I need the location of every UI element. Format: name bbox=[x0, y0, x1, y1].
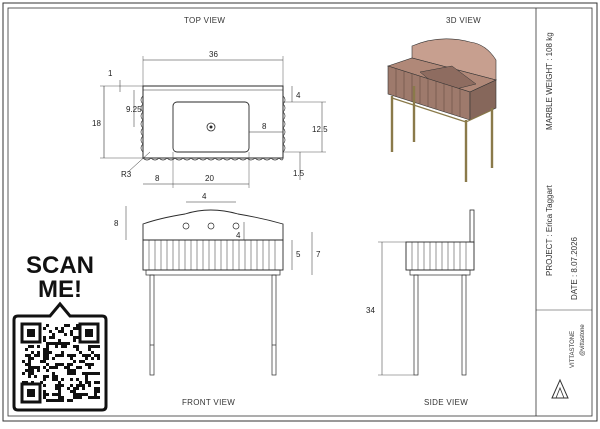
outer-border bbox=[2, 2, 598, 422]
top-view-side-fluting-left bbox=[140, 95, 144, 153]
top-view-outline bbox=[142, 85, 284, 159]
dim-front-4r: 4 bbox=[236, 231, 241, 240]
dim-12-5: 12.5 bbox=[312, 125, 328, 134]
dim-20: 20 bbox=[205, 174, 214, 183]
dim-9-25: 9.25 bbox=[126, 105, 142, 114]
dim-18: 18 bbox=[92, 119, 101, 128]
dim-front-4: 4 bbox=[202, 192, 207, 201]
view-title-3d: 3D VIEW bbox=[446, 16, 481, 25]
3d-frame bbox=[391, 97, 493, 123]
top-view-side-fluting-right bbox=[282, 95, 286, 153]
view-title-top: TOP VIEW bbox=[184, 16, 226, 25]
front-view-body bbox=[142, 239, 284, 271]
dim-4-right: 4 bbox=[296, 91, 301, 100]
dim-8-drain: 8 bbox=[262, 122, 267, 131]
front-view-backsplash bbox=[142, 209, 284, 241]
dim-8-left: 8 bbox=[155, 174, 160, 183]
dim-r3: R3 bbox=[121, 170, 132, 179]
drawing-date: DATE : 8.07.2026 bbox=[570, 237, 579, 300]
front-leg-left bbox=[149, 274, 155, 376]
side-leg-back bbox=[461, 274, 467, 376]
inner-border bbox=[7, 7, 593, 417]
front-leg-right bbox=[271, 274, 277, 376]
qr-code-icon[interactable] bbox=[12, 252, 108, 414]
dim-side-34: 34 bbox=[366, 306, 375, 315]
side-view-body bbox=[405, 241, 475, 271]
faucet-hole-left bbox=[182, 222, 190, 230]
front-view-flutes bbox=[148, 240, 276, 270]
dim-front-7: 7 bbox=[316, 250, 321, 259]
faucet-hole-right bbox=[232, 222, 240, 230]
view-title-side: SIDE VIEW bbox=[424, 398, 469, 407]
top-view-fluting bbox=[142, 157, 284, 161]
side-view: 34 bbox=[366, 209, 475, 376]
project-name: PROJECT : Erica Taggart bbox=[545, 185, 554, 276]
top-view-drain-center bbox=[209, 125, 213, 129]
side-view-flutes bbox=[411, 242, 467, 270]
front-view-frame-rail bbox=[145, 269, 281, 276]
company-name: VITTASTONE bbox=[570, 330, 576, 368]
top-view-drain bbox=[206, 122, 216, 132]
me-label: ME! bbox=[38, 276, 82, 303]
company-handle: @vittastone bbox=[580, 324, 586, 356]
side-leg-front bbox=[413, 274, 419, 376]
3d-flutes bbox=[395, 69, 461, 117]
dim-36: 36 bbox=[209, 50, 218, 59]
faucet-hole-center bbox=[207, 222, 215, 230]
top-view-basin bbox=[172, 101, 250, 153]
dim-1: 1 bbox=[108, 69, 113, 78]
company-logo-icon bbox=[551, 378, 569, 399]
3d-legs bbox=[390, 86, 494, 182]
3d-backsplash bbox=[411, 38, 497, 81]
top-view: 36 18 1 9.25 4 8 12.5 1.5 8 20 R3 bbox=[92, 50, 328, 188]
scan-label: SCAN bbox=[25, 252, 94, 279]
dim-front-8: 8 bbox=[114, 219, 119, 228]
side-view-frame-rail bbox=[409, 269, 471, 276]
dim-line-r3 bbox=[127, 151, 151, 173]
qr-panel: SCAN ME! bbox=[12, 252, 108, 414]
3d-side-face bbox=[469, 79, 497, 121]
front-view: 4 8 4 5 7 bbox=[114, 192, 321, 376]
side-view-backsplash bbox=[469, 209, 475, 243]
marble-weight: MARBLE WEIGHT : 108 kg bbox=[545, 32, 554, 130]
three-d-view bbox=[387, 38, 497, 182]
view-title-front: FRONT VIEW bbox=[182, 398, 236, 407]
dim-front-5: 5 bbox=[296, 250, 301, 259]
dim-1-5: 1.5 bbox=[293, 169, 305, 178]
scan-me-label: SCAN ME! bbox=[12, 254, 108, 302]
